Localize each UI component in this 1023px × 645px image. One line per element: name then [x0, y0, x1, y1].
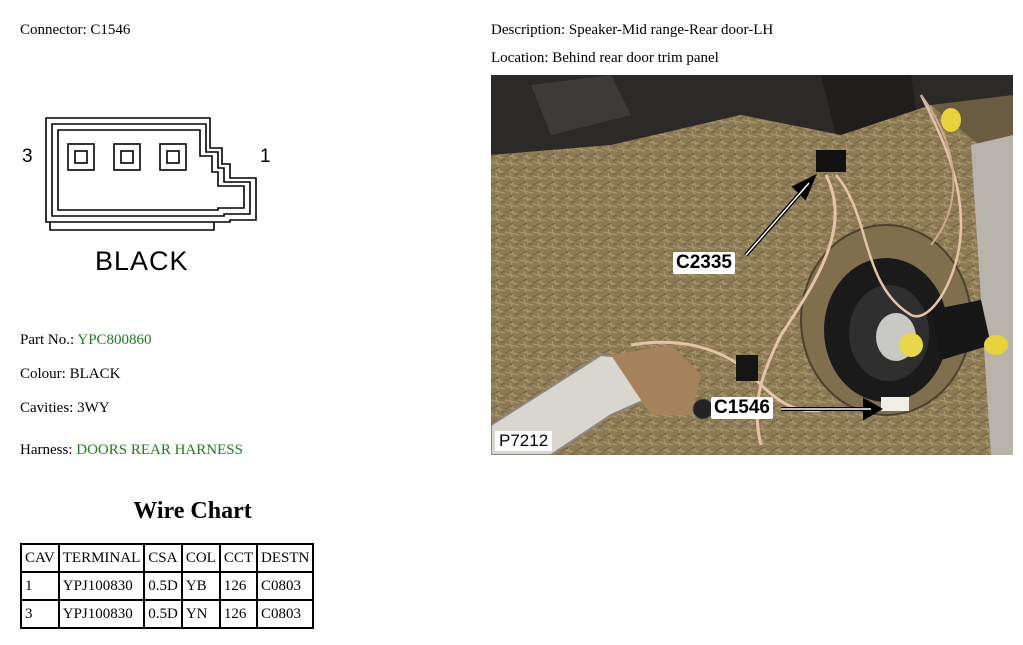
cell-csa: 0.5D	[143, 571, 183, 601]
header-terminal: TERMINAL	[57, 543, 146, 573]
connector-color-label: BLACK	[95, 246, 189, 276]
callout-c2335: C2335	[673, 252, 735, 274]
harness-line: Harness: DOORS REAR HARNESS	[20, 441, 243, 459]
cavities-label: Cavities:	[20, 400, 74, 416]
connector-id: C1546	[90, 22, 131, 38]
cell-cct: 126	[218, 599, 259, 629]
connector-heading: Connector: C1546	[20, 21, 130, 39]
cavity-1-terminal	[166, 150, 180, 164]
table-row: 3 YPJ100830 0.5D YN 126 C0803	[20, 599, 315, 629]
cavities-line: Cavities: 3WY	[20, 399, 110, 417]
cell-cav: 3	[20, 599, 60, 629]
cell-destn: C0803	[256, 571, 315, 601]
door-lock-part	[931, 300, 991, 360]
connector-c2335-body	[816, 150, 846, 172]
pin-number-left: 3	[22, 146, 33, 167]
cell-cav: 1	[20, 571, 60, 601]
header-csa: CSA	[143, 543, 183, 573]
cell-col: YN	[180, 599, 221, 629]
photo-illustration	[491, 75, 1013, 455]
location-label: Location:	[491, 50, 549, 66]
wire-chart-title: Wire Chart	[133, 498, 252, 524]
cavity-2-terminal	[120, 150, 134, 164]
cavities-value: 3WY	[77, 400, 110, 416]
table-row: 1 YPJ100830 0.5D YB 126 C0803	[20, 571, 315, 601]
cavity-2	[113, 143, 141, 171]
part-no-link[interactable]: YPC800860	[77, 332, 152, 348]
description-line: Description: Speaker-Mid range-Rear door…	[491, 21, 773, 39]
connector-face-diagram	[18, 112, 278, 282]
speaker-label-sticker	[899, 333, 923, 357]
cell-destn: C0803	[256, 599, 315, 629]
callout-c1546: C1546	[711, 397, 773, 419]
header-cav: CAV	[20, 543, 60, 573]
cell-cct: 126	[218, 571, 259, 601]
cavity-3	[67, 143, 95, 171]
pin-number-right: 1	[260, 146, 271, 167]
cavity-3-terminal	[74, 150, 88, 164]
part-no-label: Part No.:	[20, 332, 75, 348]
housing-outer	[45, 117, 257, 223]
description-label: Description:	[491, 22, 566, 38]
cell-col: YB	[180, 571, 221, 601]
header-cct: CCT	[218, 543, 259, 573]
colour-line: Colour: BLACK	[20, 365, 120, 383]
table-header-row: CAV TERMINAL CSA COL CCT DESTN	[20, 543, 315, 573]
header-destn: DESTN	[256, 543, 315, 573]
photo-reference-id: P7212	[495, 431, 553, 451]
location-value: Behind rear door trim panel	[552, 50, 719, 66]
part-no-line: Part No.: YPC800860	[20, 331, 152, 349]
location-photo: C2335 C1546 P7212	[491, 75, 1013, 455]
cell-terminal: YPJ100830	[57, 599, 146, 629]
cell-csa: 0.5D	[143, 599, 183, 629]
header-col: COL	[180, 543, 221, 573]
harness-link[interactable]: DOORS REAR HARNESS	[76, 442, 243, 458]
connector-label: Connector:	[20, 22, 87, 38]
door-bracket	[491, 353, 658, 455]
foam-pad	[611, 345, 701, 415]
housing-core	[57, 129, 245, 211]
door-frame	[971, 135, 1013, 455]
housing-base	[49, 222, 215, 231]
description-value: Speaker-Mid range-Rear door-LH	[568, 22, 774, 38]
connector-c1546-body	[881, 397, 909, 411]
harness-label: Harness:	[20, 442, 73, 458]
location-line: Location: Behind rear door trim panel	[491, 49, 719, 67]
colour-value: BLACK	[69, 366, 121, 382]
wire-chart-table: CAV TERMINAL CSA COL CCT DESTN 1 YPJ1008…	[20, 543, 315, 629]
housing-inner	[51, 123, 251, 217]
connector-outline-svg	[45, 117, 257, 231]
colour-label: Colour:	[20, 366, 66, 382]
cavity-1	[159, 143, 187, 171]
cell-terminal: YPJ100830	[57, 571, 146, 601]
